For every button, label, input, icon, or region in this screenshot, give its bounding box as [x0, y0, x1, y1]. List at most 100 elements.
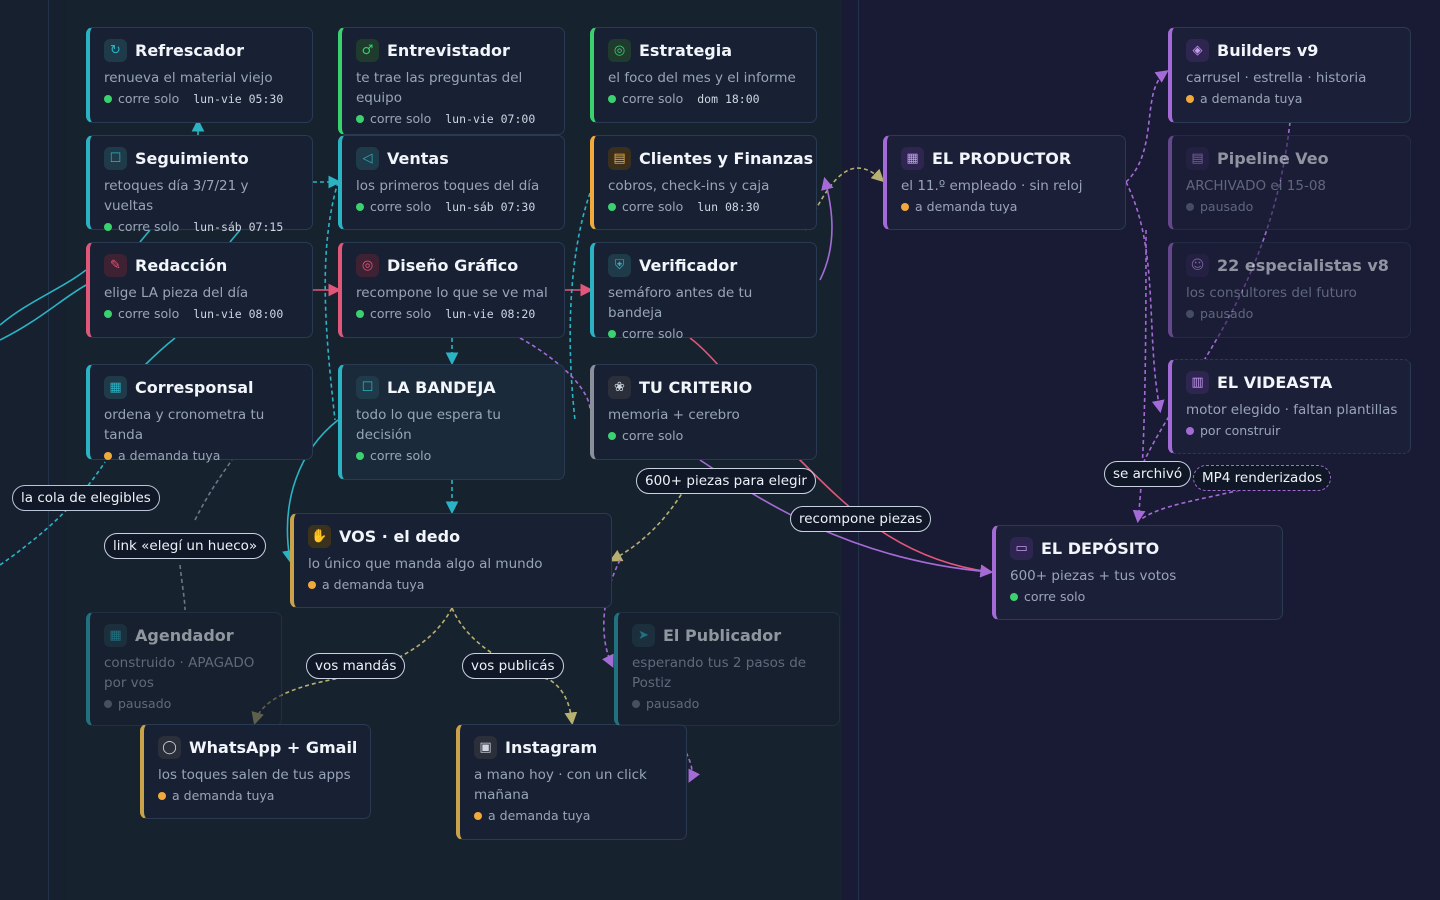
- node-clientes[interactable]: ▤Clientes y Finanzas cobros, check-ins y…: [590, 135, 817, 230]
- status-text: corre solo: [622, 326, 684, 341]
- node-description: los toques salen de tus apps: [158, 767, 351, 783]
- node-description: renueva el material viejo: [104, 70, 273, 86]
- node-title: Redacción: [135, 255, 228, 275]
- node-status: pausado: [1186, 306, 1398, 321]
- status-dot: [608, 94, 616, 103]
- status-text: corre solo: [370, 448, 432, 463]
- status-text: por construir: [1200, 423, 1281, 438]
- status-dot: [1186, 94, 1194, 103]
- status-dot: [608, 431, 616, 440]
- node-status: a demanda tuya: [901, 199, 1113, 214]
- node-deposito[interactable]: ▭EL DEPÓSITO 600+ piezas + tus votos cor…: [992, 525, 1283, 620]
- node-ventas[interactable]: ◁Ventas los primeros toques del día corr…: [338, 135, 565, 230]
- node-agendador[interactable]: ▦Agendador construido · APAGADO por vos …: [86, 612, 282, 726]
- status-dot: [356, 309, 364, 318]
- node-description: 600+ piezas + tus votos: [1010, 568, 1177, 584]
- film-icon: ▥: [1186, 370, 1209, 394]
- node-pipeline[interactable]: ▤Pipeline Veo ARCHIVADO el 15-08 pausado: [1168, 135, 1411, 230]
- status-dot: [901, 202, 909, 211]
- status-text: pausado: [1200, 306, 1254, 321]
- node-seguimiento[interactable]: ☐Seguimiento retoques día 3/7/21 y vuelt…: [86, 135, 313, 234]
- node-videasta[interactable]: ▥EL VIDEASTA motor elegido · faltan plan…: [1168, 359, 1411, 454]
- hand-icon: ✋: [308, 524, 331, 548]
- status-text: a demanda tuya: [322, 577, 425, 592]
- target-icon: ◎: [608, 38, 631, 62]
- node-title: 22 especialistas v8: [1217, 255, 1389, 275]
- node-instagram[interactable]: ▣Instagram a mano hoy · con un click mañ…: [456, 724, 687, 840]
- node-status: a demanda tuya: [158, 788, 358, 803]
- node-description: recompone lo que se ve mal: [356, 285, 548, 301]
- edge: [324, 181, 339, 421]
- node-corresponsal[interactable]: ▦Corresponsal ordena y cronometra tu tan…: [86, 364, 313, 463]
- status-text: corre solo: [622, 199, 684, 214]
- node-estrategia[interactable]: ◎Estrategia el foco del mes y el informe…: [590, 27, 817, 123]
- node-vos[interactable]: ✋VOS · el dedo lo único que manda algo a…: [290, 513, 612, 608]
- shield-icon: ⛨: [608, 253, 631, 277]
- edge: [1125, 70, 1169, 183]
- schedule-text: lun-vie 07:00: [445, 111, 536, 126]
- node-redaccion[interactable]: ✎Redacción elige LA pieza del día corre …: [86, 242, 313, 338]
- edge-label-archivo: se archivó: [1104, 461, 1192, 487]
- node-especialistas[interactable]: ☺22 especialistas v8 los consultores del…: [1168, 242, 1411, 338]
- node-title: Ventas: [387, 148, 449, 168]
- inbox-icon: ☐: [104, 146, 127, 170]
- edge: [519, 337, 591, 411]
- node-publicador[interactable]: ➤ El Publicador esperando tus 2 pasos de …: [614, 612, 840, 726]
- node-status: pausado: [632, 696, 827, 711]
- status-text: pausado: [1200, 199, 1254, 214]
- edge: [1132, 229, 1147, 524]
- edge: [144, 337, 176, 366]
- archive-icon: ▤: [1186, 146, 1209, 170]
- node-status: a demanda tuya: [104, 448, 300, 463]
- status-text: a demanda tuya: [1200, 91, 1303, 106]
- node-title: LA BANDEJA: [387, 377, 496, 397]
- node-criterio[interactable]: ❀TU CRITERIO memoria + cerebro corre sol…: [590, 364, 817, 460]
- node-refrescador[interactable]: ↻Refrescador renueva el material viejo c…: [86, 27, 313, 123]
- node-title: Corresponsal: [135, 377, 254, 397]
- palette-icon: ◎: [356, 253, 379, 277]
- node-description: esperando tus 2 pasos de Postiz: [632, 655, 807, 691]
- node-description: memoria + cerebro: [608, 407, 740, 423]
- node-status: a demanda tuya: [474, 808, 674, 823]
- node-title: EL PRODUCTOR: [932, 148, 1072, 168]
- node-title: Verificador: [639, 255, 738, 275]
- edge: [1125, 181, 1165, 414]
- node-description: los primeros toques del día: [356, 178, 540, 194]
- node-description: lo único que manda algo al mundo: [308, 556, 543, 572]
- node-bandeja[interactable]: ☐LA BANDEJA todo lo que espera tu decisi…: [338, 364, 565, 480]
- node-entrevistador[interactable]: ♂Entrevistador te trae las preguntas del…: [338, 27, 565, 135]
- node-whatsapp[interactable]: ◯WhatsApp + Gmail los toques salen de tu…: [140, 724, 371, 819]
- edge: [282, 419, 339, 564]
- edge: [179, 564, 186, 611]
- node-title: Entrevistador: [387, 40, 510, 60]
- node-description: a mano hoy · con un click mañana: [474, 767, 647, 803]
- node-status: por construir: [1186, 423, 1398, 438]
- node-verificador[interactable]: ⛨Verificador semáforo antes de tu bandej…: [590, 242, 817, 341]
- node-description: construido · APAGADO por vos: [104, 655, 255, 691]
- node-title: Estrategia: [639, 40, 733, 60]
- node-productor[interactable]: ▦EL PRODUCTOR el 11.º empleado · sin rel…: [883, 135, 1126, 230]
- edge: [819, 176, 834, 281]
- edge: [451, 607, 578, 726]
- status-text: corre solo: [622, 428, 684, 443]
- status-dot: [1186, 202, 1194, 211]
- node-diseno[interactable]: ◎Diseño Gráfico recompone lo que se ve m…: [338, 242, 565, 338]
- status-dot: [158, 791, 166, 800]
- node-title: Builders v9: [1217, 40, 1319, 60]
- calendar-icon: ▦: [104, 375, 127, 399]
- microphone-icon: ♂: [356, 38, 379, 62]
- send-icon: ➤: [632, 623, 655, 647]
- edge: [1139, 489, 1241, 521]
- status-dot: [356, 451, 364, 460]
- edge: [0, 269, 87, 326]
- status-text: a demanda tuya: [488, 808, 591, 823]
- node-builders[interactable]: ◈Builders v9 carrusel · estrella · histo…: [1168, 27, 1411, 123]
- status-dot: [608, 329, 616, 338]
- status-dot: [1186, 309, 1194, 318]
- node-title: El Publicador: [663, 625, 782, 645]
- node-description: cobros, check-ins y caja: [608, 178, 770, 194]
- node-title: Pipeline Veo: [1217, 148, 1329, 168]
